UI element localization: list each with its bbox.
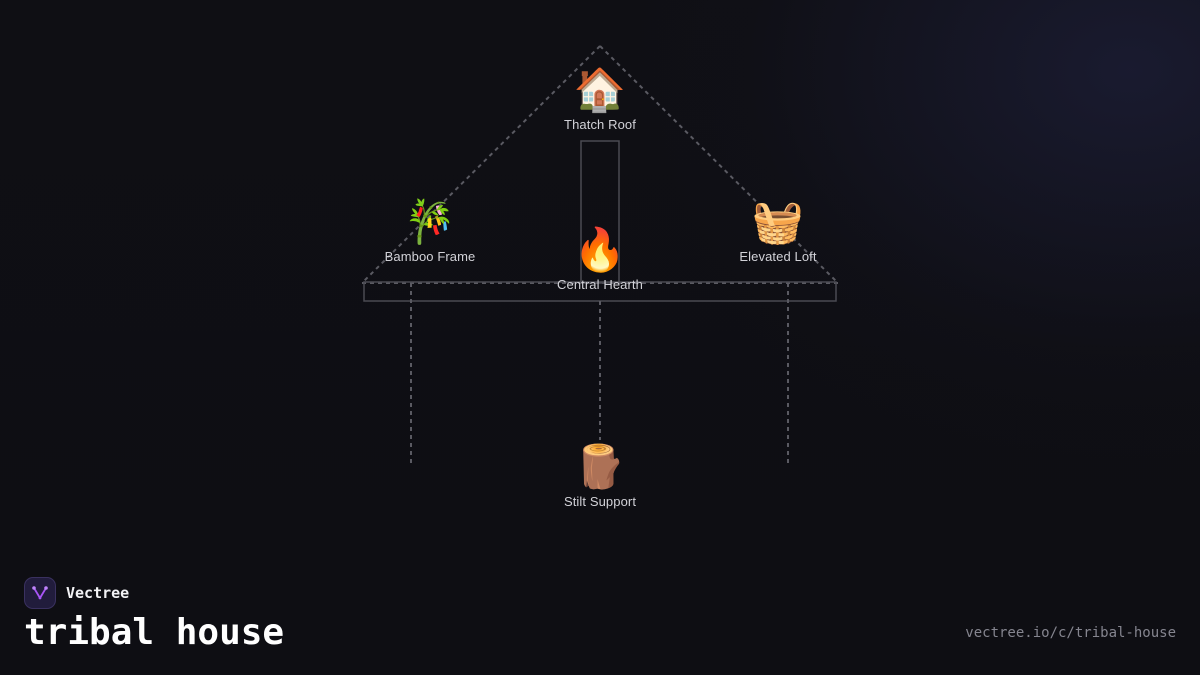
fire-icon: 🔥 [573,226,627,273]
brand: Vectree [24,577,129,609]
log-icon: 🪵 [573,443,627,490]
vectree-logo-icon[interactable] [24,577,56,609]
page-title: tribal house [24,612,285,653]
node-elevated-loft[interactable]: 🧺 Elevated Loft [698,198,858,264]
node-label-stilt-support: Stilt Support [563,494,637,509]
node-label-bamboo-frame: Bamboo Frame [384,249,476,264]
node-central-hearth[interactable]: 🔥 Central Hearth [520,226,680,292]
node-label-central-hearth: Central Hearth [557,277,643,292]
node-bamboo-frame[interactable]: 🎋 Bamboo Frame [350,198,510,264]
page-url-link[interactable]: vectree.io/c/tribal-house [965,625,1176,641]
central-column [580,140,620,284]
node-thatch-roof[interactable]: 🏠 Thatch Roof [520,66,680,132]
bamboo-icon: 🎋 [403,198,457,245]
node-label-thatch-roof: Thatch Roof [564,117,636,132]
house-icon: 🏠 [573,66,627,113]
brand-name: Vectree [66,584,130,602]
node-stilt-support[interactable]: 🪵 Stilt Support [520,443,680,509]
basket-icon: 🧺 [751,198,805,245]
node-label-elevated-loft: Elevated Loft [739,249,817,264]
